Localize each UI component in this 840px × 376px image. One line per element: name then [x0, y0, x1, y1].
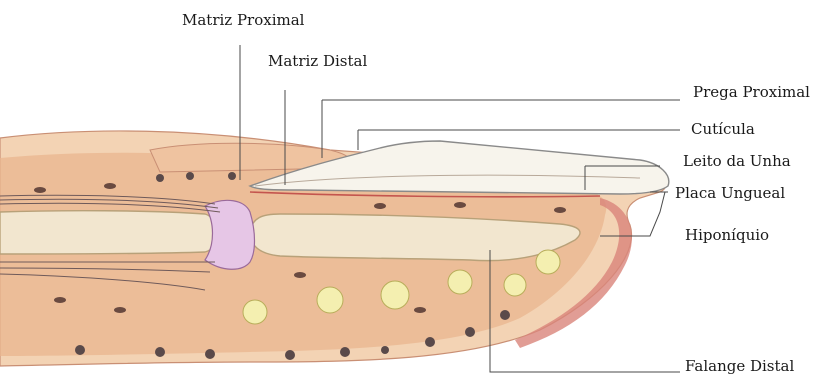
label-falange-distal: Falange Distal	[685, 357, 794, 375]
label-leito-unha: Leito da Unha	[683, 152, 791, 170]
middle-phalanx	[0, 211, 217, 254]
label-matriz-distal: Matriz Distal	[268, 52, 367, 70]
label-cuticula: Cutícula	[691, 120, 755, 138]
label-placa-ungueal: Placa Ungueal	[675, 184, 785, 202]
label-matriz-proximal: Matriz Proximal	[182, 11, 305, 29]
label-prega-proximal: Prega Proximal	[693, 83, 810, 101]
label-hiponiquio: Hiponíquio	[685, 226, 769, 244]
